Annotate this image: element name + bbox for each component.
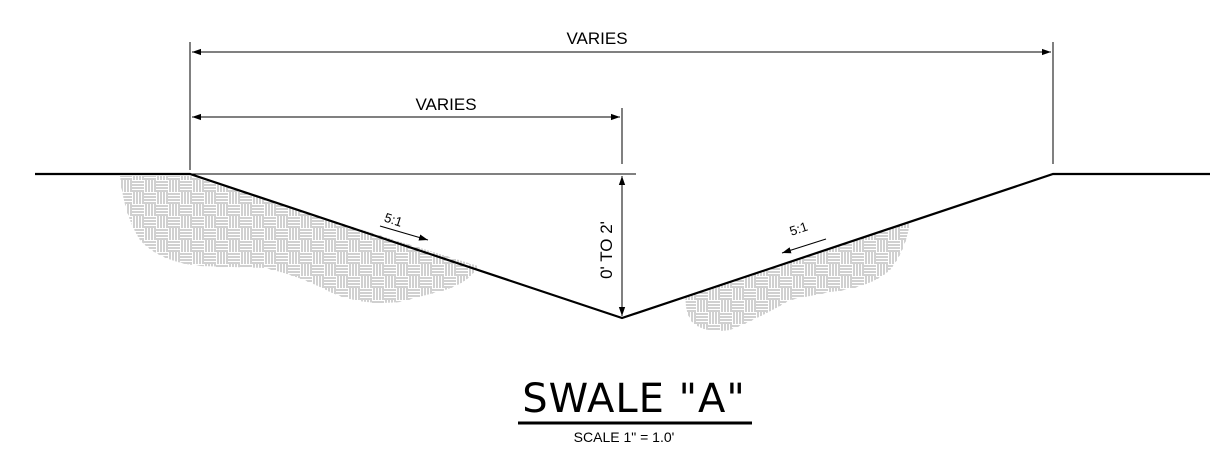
left-earth-hatch xyxy=(120,176,478,303)
right-slope-arrow xyxy=(781,238,827,254)
right-earth-hatch xyxy=(685,222,910,331)
half-width-label: VARIES xyxy=(415,95,476,114)
right-slope-label: 5:1 xyxy=(788,219,810,239)
overall-width-label: VARIES xyxy=(566,29,627,48)
left-slope-arrow xyxy=(379,225,429,241)
scale-label: SCALE 1" = 1.0' xyxy=(574,429,675,445)
drawing-title: SWALE "A" xyxy=(522,376,746,422)
left-slope-label: 5:1 xyxy=(382,210,404,230)
ground-profile-line xyxy=(35,172,1210,320)
depth-label: 0' TO 2' xyxy=(597,221,616,279)
